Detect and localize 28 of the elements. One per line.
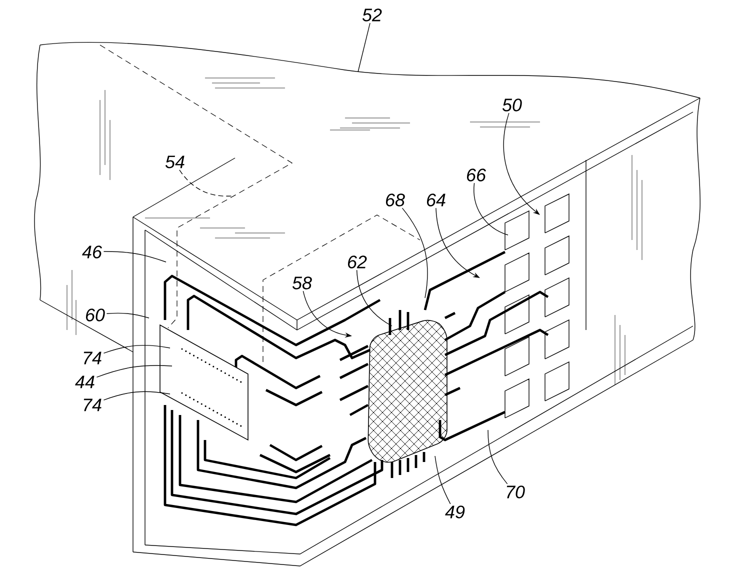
callout-number: 54 [165,156,184,168]
callout-number: 46 [82,246,102,258]
leader-line [106,312,150,318]
leader-line [358,22,370,72]
callout-number: 70 [506,486,525,498]
leader-line [179,170,232,196]
leader-line [103,344,170,354]
callout-number: 68 [386,194,405,206]
leader-line [503,112,540,215]
callout-number: 74 [84,398,102,412]
callout-number: 60 [86,308,105,322]
leader-line [356,270,392,326]
callout-number: 74 [84,352,102,364]
callout-number: 49 [445,506,465,518]
callout-number: 50 [502,98,522,112]
leader-line [488,430,508,484]
leader-line [103,251,166,262]
leader-line [103,391,170,400]
callout-number: 44 [75,376,94,388]
callout-number: 62 [348,256,367,268]
leader-line [474,182,508,236]
callout-number: 52 [362,8,382,22]
leader-line [434,456,451,504]
leader-line [402,208,428,298]
callout-number: 66 [467,168,486,182]
leader-line [96,365,172,378]
callout-number: 64 [427,194,446,206]
callout-number: 58 [292,276,312,290]
